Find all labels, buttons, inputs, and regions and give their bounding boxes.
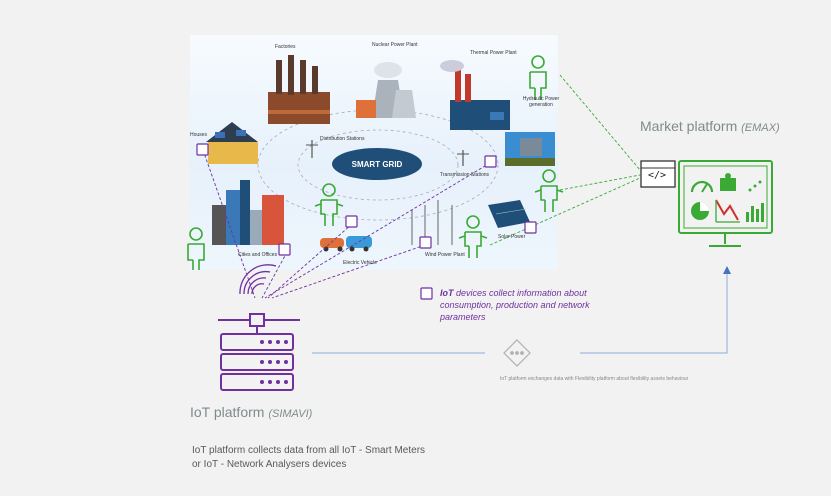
iot-server-icon (218, 313, 300, 391)
data-exchange-connector (312, 272, 728, 354)
iot-devices-note-text: devices collect information about consum… (440, 288, 590, 322)
person-icon-3 (314, 183, 344, 226)
person-icon-1 (529, 55, 547, 100)
iot-chip-icon (278, 243, 291, 256)
code-glyph: </> (648, 170, 667, 181)
iot-chip-icon (345, 215, 358, 228)
iot-title-text: IoT platform (190, 404, 265, 420)
label-hydro: Hydraulic Power generation (522, 96, 560, 108)
person-icon-2 (534, 169, 564, 212)
label-factories: Factories (275, 44, 296, 50)
iot-platform-description: IoT platform collects data from all IoT … (192, 445, 426, 470)
label-wind: Wind Power Plant (425, 252, 465, 258)
factory-icon (268, 55, 330, 124)
label-cities: Cities and Offices (238, 252, 278, 258)
market-subtitle: (EMAX) (741, 122, 780, 134)
person-icon-5 (187, 227, 205, 270)
nuclear-plant-icon (356, 62, 416, 118)
iot-devices-note-bold: IoT (440, 288, 454, 298)
exchange-note: IoT platform exchanges data with Flexibi… (500, 376, 689, 382)
wifi-signal-icon (239, 264, 277, 295)
city-buildings-icon (212, 180, 284, 245)
smart-grid-label: SMART GRID (332, 148, 422, 180)
market-title-text: Market platform (640, 118, 738, 134)
label-nuclear: Nuclear Power Plant (372, 42, 418, 48)
market-platform-title: Market platform (EMAX) (640, 118, 780, 134)
arrow-up-icon (723, 266, 731, 274)
iot-subtitle: (SIMAVI) (268, 408, 313, 420)
label-thermal: Thermal Power Plant (470, 50, 517, 56)
person-icon-4 (458, 215, 488, 258)
wind-turbine-icon (411, 200, 453, 245)
grid-ring-inner (297, 129, 459, 201)
distribution-tower-icon (306, 140, 318, 158)
label-distribution: Distribution Stations (320, 136, 365, 142)
transmission-tower-icon (457, 150, 469, 166)
iot-chip-icon (196, 143, 209, 156)
label-transmission: Transmission Stations (440, 172, 489, 178)
iot-devices-note: IoT devices collect information about co… (440, 287, 620, 323)
iot-chip-icon (420, 287, 433, 300)
solar-panel-icon (488, 200, 530, 228)
market-monitor-icon (678, 160, 773, 247)
iot-chip-icon (419, 236, 432, 249)
label-electric: Electric Vehicle (343, 260, 377, 266)
label-solar: Solar Power (498, 234, 526, 240)
code-window-icon (640, 160, 676, 188)
hydro-dam-icon (505, 132, 555, 166)
exchange-icon (503, 339, 531, 367)
market-links (489, 74, 641, 246)
iot-chip-icon (484, 155, 497, 168)
iot-chip-icon (524, 221, 537, 234)
houses-icon (206, 122, 258, 164)
iot-data-links (202, 149, 491, 299)
iot-platform-title: IoT platform (SIMAVI) (190, 404, 312, 420)
label-houses: Houses (190, 132, 207, 138)
thermal-plant-icon (440, 60, 510, 130)
